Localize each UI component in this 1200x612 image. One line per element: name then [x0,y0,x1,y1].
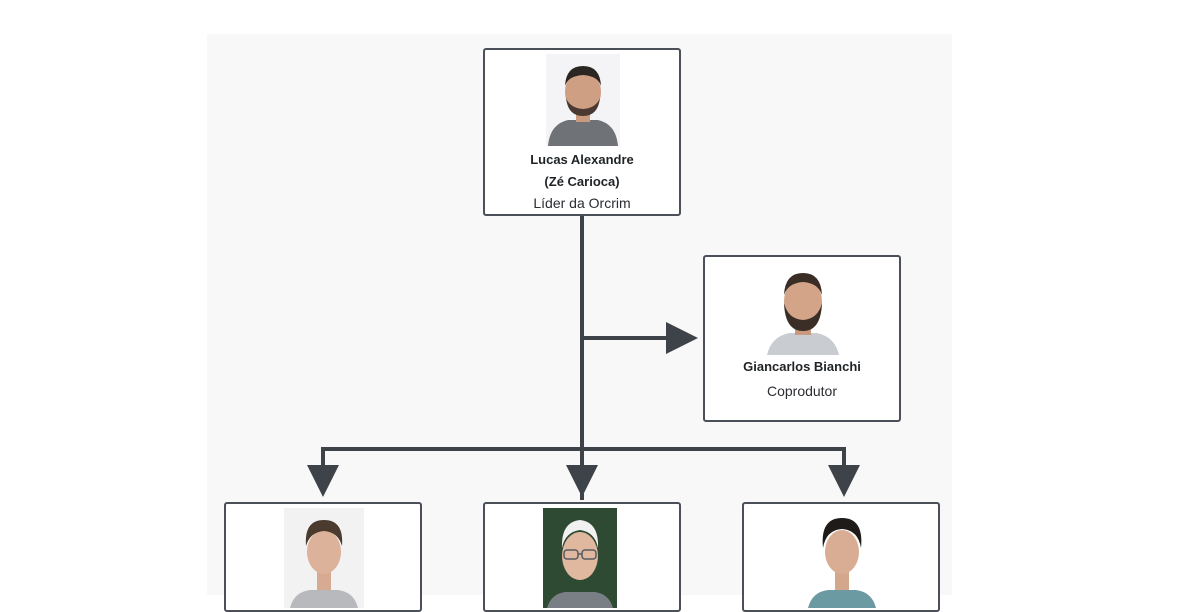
subordinate-node-center [483,502,681,612]
leader-node: Lucas Alexandre (Zé Carioca) Líder da Or… [483,48,681,216]
subordinate-photo-center [543,508,617,608]
coproducer-role: Coprodutor [766,383,838,399]
subordinate-node-left [224,502,422,612]
coproducer-photo [763,263,843,355]
subordinate-photo-left [284,508,364,608]
subordinate-node-right [742,502,940,612]
leader-name-line1: Lucas Alexandre [530,152,634,167]
coproducer-node: Giancarlos Bianchi Coprodutor [703,255,901,422]
leader-role: Líder da Orcrim [533,195,631,211]
subordinate-photo-right [802,508,882,608]
leader-photo [546,54,620,146]
connector-lines [307,215,860,500]
coproducer-name: Giancarlos Bianchi [743,359,861,374]
leader-name-line2: (Zé Carioca) [544,174,620,189]
